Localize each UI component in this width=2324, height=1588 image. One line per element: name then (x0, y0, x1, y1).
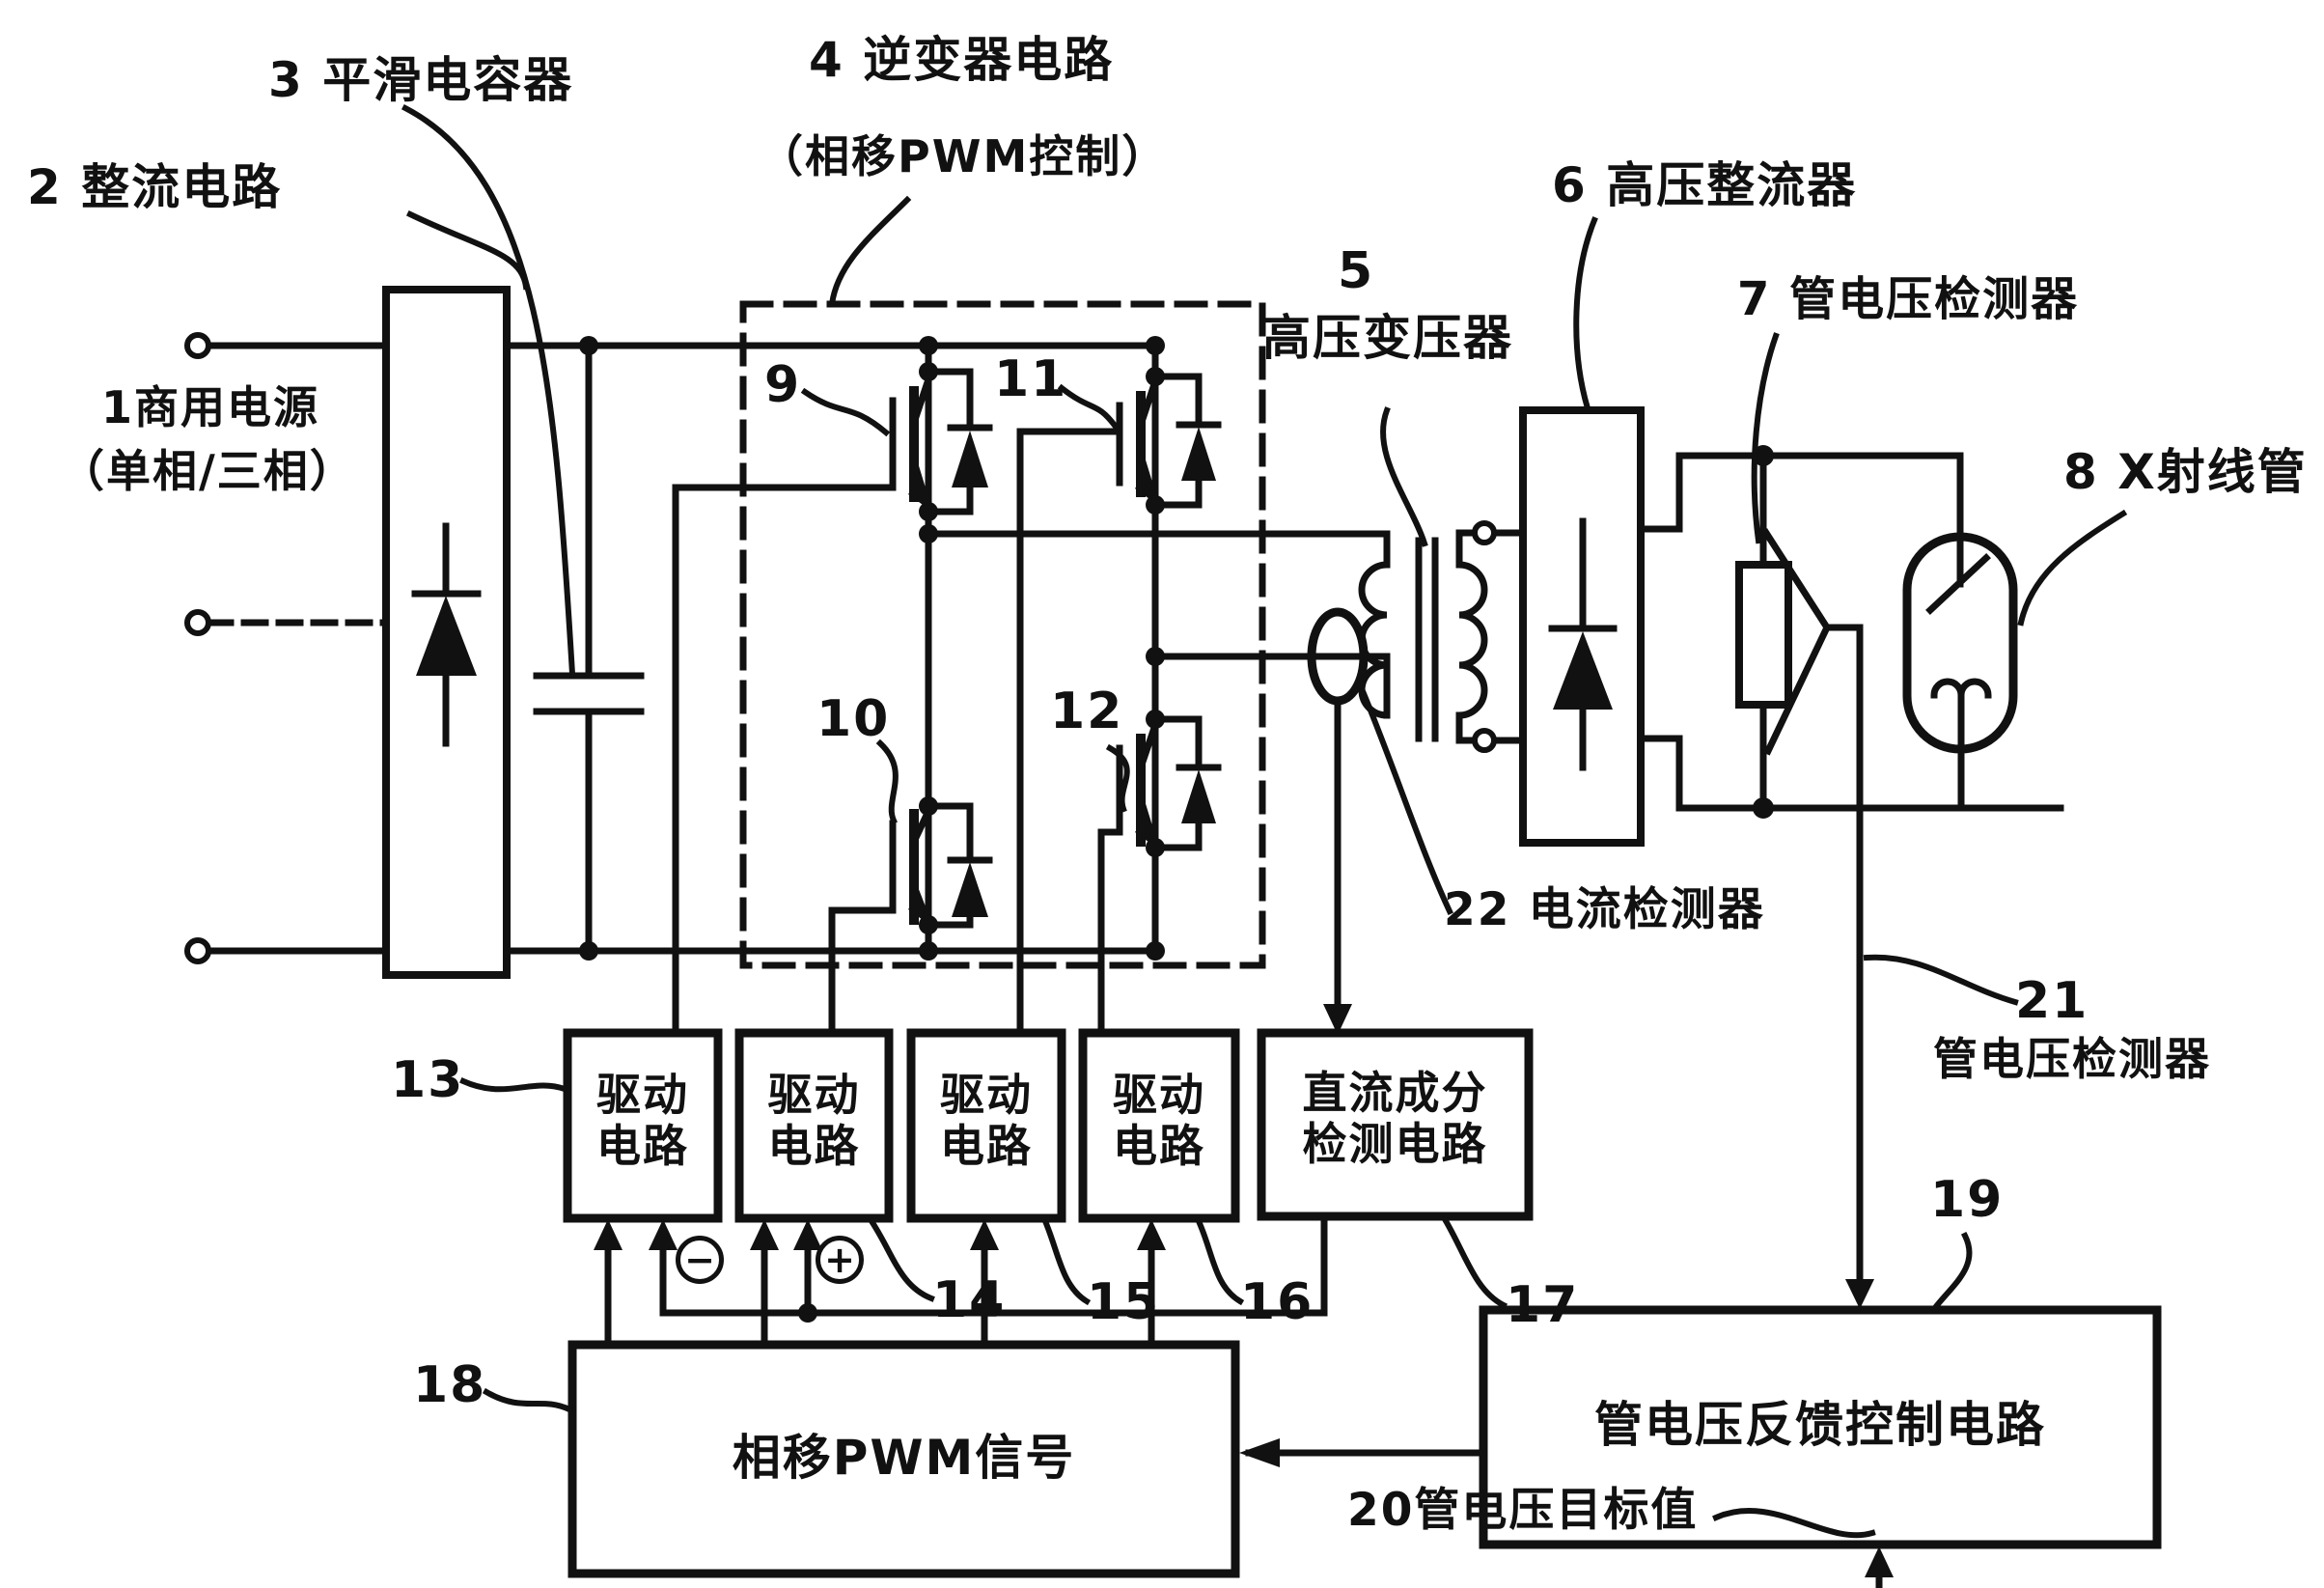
label-hv-rectifier-6: 6 高压整流器 (1552, 157, 1858, 213)
drive-circuit-14-caption: 驱动 电路 (767, 1069, 861, 1172)
junction-dots (579, 336, 1774, 961)
anode (1925, 553, 1991, 615)
leader-17 (1440, 1214, 1508, 1310)
igbt-9 (672, 342, 993, 1037)
label-power-source-2: （单相/三相） (60, 445, 356, 497)
igbt-12 (1097, 715, 1222, 1037)
drive-circuit-13-caption: 驱动 电路 (596, 1069, 689, 1172)
minus-polarity-icon: − (676, 1236, 724, 1284)
igbt-10 (828, 802, 993, 1037)
label-detector-21-num: 21 (2015, 972, 2089, 1030)
label-detector-21: 管电压检测器 (1933, 1033, 2211, 1085)
leader-22 (1359, 687, 1453, 915)
gate-wire-11 (1016, 428, 1123, 1037)
label-xray-tube-8: 8 X射线管 (2063, 444, 2308, 500)
leader-11 (1057, 383, 1120, 432)
label-capacitor-3: 3 平滑电容器 (268, 52, 574, 108)
label-drive-14: 14 (932, 1271, 1007, 1329)
label-rectifier-2: 2 整流电路 (27, 159, 283, 215)
dc-component-box-17 (1257, 1028, 1534, 1221)
smoothing-capacitor (533, 342, 645, 955)
drive-circuit-15-caption: 驱动 电路 (940, 1069, 1033, 1172)
midpoint-line-left (925, 530, 1391, 569)
label-igbt-11: 11 (994, 350, 1068, 408)
pwm-signal-caption: 相移PWM信号 (732, 1430, 1076, 1486)
leader-8 (2017, 509, 2128, 627)
leader-20 (1712, 1508, 1876, 1539)
current-detector (1307, 607, 1369, 1035)
label-drive-16: 16 (1240, 1273, 1314, 1331)
label-transformer-5-num: 5 (1338, 242, 1375, 300)
inverter-dashed-box (739, 300, 1266, 969)
label-transformer-5: 高压变压器 (1262, 310, 1513, 366)
rectifier-block (382, 286, 511, 979)
hv-output-top (1637, 452, 1964, 533)
dc-component-caption: 直流成分 检测电路 (1302, 1067, 1488, 1170)
drive-circuit-box-15 (906, 1028, 1066, 1223)
label-igbt-12: 12 (1050, 683, 1124, 740)
label-dc-detect-17: 17 (1506, 1276, 1580, 1334)
leader-21 (1863, 954, 2019, 1006)
leader-3 (401, 103, 576, 678)
leader-16 (1195, 1217, 1245, 1306)
gate-wire-9 (672, 484, 897, 1037)
drive-circuit-box-14 (734, 1028, 894, 1223)
hv-rectifier-block (1519, 406, 2064, 847)
leader-13 (459, 1077, 568, 1093)
label-drive-15: 15 (1087, 1273, 1161, 1331)
label-target-20: 20管电压目标值 (1347, 1484, 1699, 1537)
label-igbt-10: 10 (816, 690, 891, 748)
plus-polarity-icon: + (816, 1236, 864, 1284)
xray-tube (1902, 452, 2018, 812)
dc-feedback-wires (649, 1212, 1328, 1323)
pwm-signal-box-18 (567, 1340, 1240, 1578)
leader-5 (1380, 406, 1428, 547)
leader-lines (401, 103, 2128, 1539)
label-feedback-19: 19 (1930, 1171, 2005, 1229)
leader-10 (875, 738, 899, 824)
leader-14 (867, 1216, 935, 1302)
leader-7 (1751, 332, 1780, 544)
label-current-22: 22 电流检测器 (1444, 883, 1765, 936)
label-pwm-18: 18 (413, 1356, 487, 1414)
pwm-signal-wires (594, 1219, 1166, 1349)
label-inverter-4b: （相移PWM控制） (759, 130, 1169, 182)
leader-4 (828, 195, 912, 308)
leader-19 (1929, 1231, 1973, 1314)
label-inverter-4: 4 逆变器电路 (809, 32, 1115, 88)
gate-wire-10 (828, 906, 897, 1037)
leader-12 (1105, 743, 1130, 813)
tube-voltage-divider (1735, 452, 1874, 1309)
drive-circuit-box-16 (1078, 1028, 1240, 1223)
label-detector-7: 7 管电压检测器 (1737, 272, 2080, 326)
tap-wire-21 (1823, 624, 1864, 1283)
leader-15 (1041, 1217, 1092, 1306)
leader-18 (482, 1387, 573, 1413)
label-drive-13: 13 (391, 1051, 465, 1109)
hv-output-bottom (1637, 735, 2064, 812)
feedback-control-caption: 管电压反馈控制电路 (1594, 1397, 2046, 1453)
drive-circuit-box-13 (563, 1028, 723, 1223)
midpoint-line-right (1151, 653, 1391, 719)
label-power-source: 1商用电源 (101, 381, 320, 433)
drive-circuit-16-caption: 驱动 电路 (1113, 1069, 1205, 1172)
feedback-control-box-19 (1479, 1305, 2162, 1549)
gate-wire-12 (1097, 828, 1123, 1037)
leader-9 (800, 387, 891, 437)
label-igbt-9: 9 (764, 356, 802, 414)
leader-6 (1573, 216, 1598, 412)
